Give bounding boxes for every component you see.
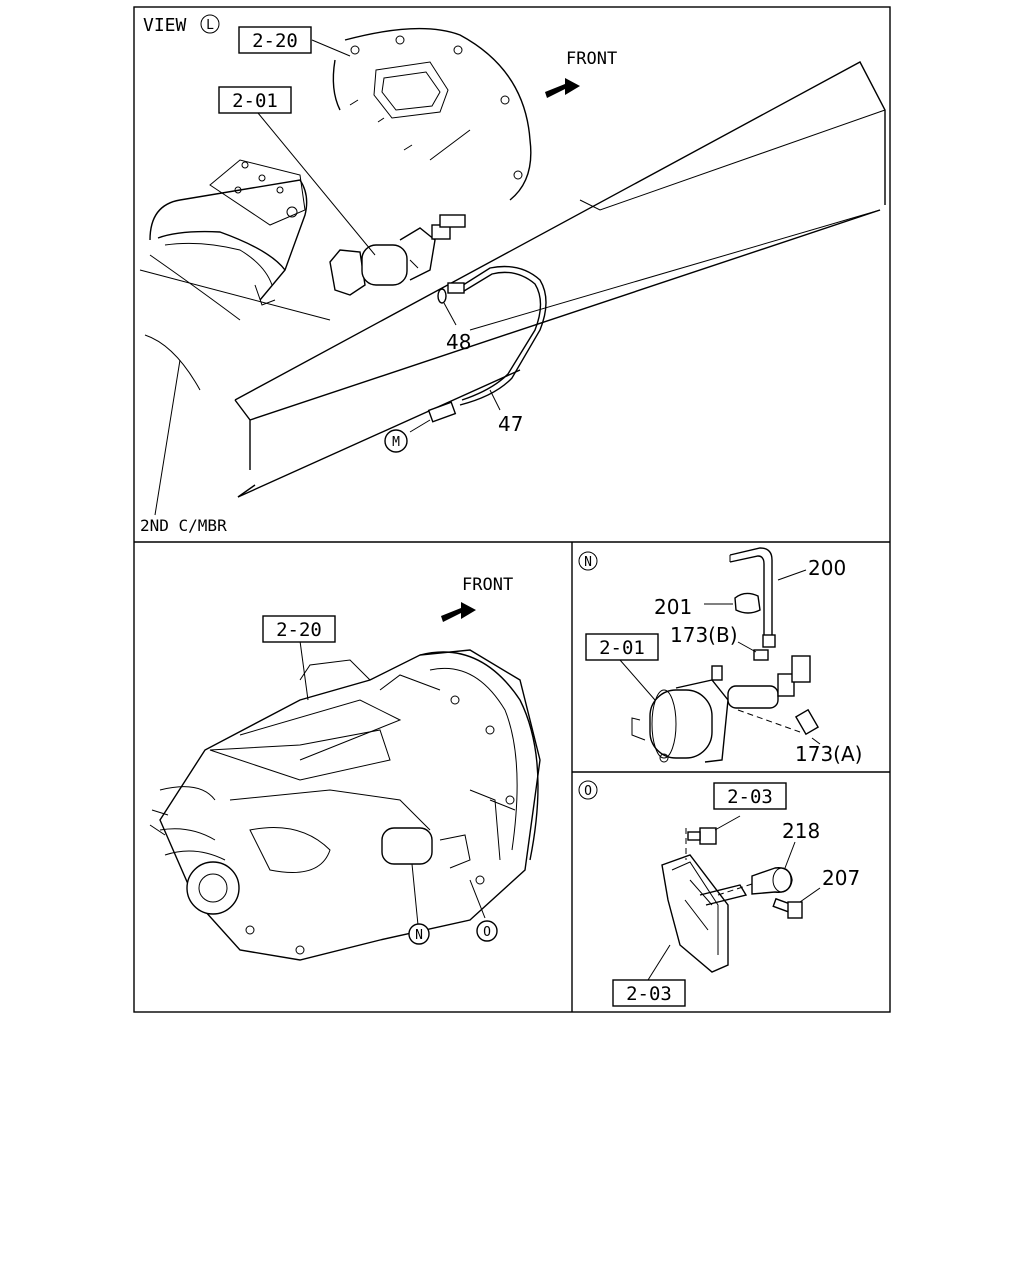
fitting-173b [753,649,769,661]
cross-member [144,334,201,391]
front-arrow-icon [545,78,580,98]
part-48-label: 48 [446,330,471,354]
callout-m: M [392,435,400,450]
clutch-booster [329,214,466,296]
leader-2-20-top [311,39,351,57]
clip-201 [704,592,761,614]
front-arrow-mid-icon [441,602,476,622]
view-l-prefix: VIEW [143,15,187,36]
leader-173b [737,641,757,653]
pipe-47 [409,265,547,433]
leader-47 [489,389,501,411]
part-201-label: 201 [654,595,692,619]
leader-n-mid [411,863,419,926]
panel-detail-n: N [578,547,862,766]
panel-frames [133,6,891,1013]
fitting-173a [737,708,820,736]
ref-2-01-top: 2-01 [232,90,278,112]
detail-o-callout: O [584,784,592,799]
bolt-207 [772,897,803,919]
ref-box-2-01-n [585,633,659,661]
callout-m-circle [384,429,408,453]
leader-o-mid [469,879,486,919]
ref-box-2-20-top [238,26,312,54]
ref-2-01-n: 2-01 [599,637,645,659]
ref-2-20-mid: 2-20 [276,619,322,641]
frame-rail [234,61,886,498]
ref-box-2-20-mid [262,615,336,643]
spring-218 [717,867,793,896]
panel-transmission: FRONT 2-20 N [149,575,541,961]
transmission-assembly [149,649,541,961]
leader-2-01-n [619,659,656,701]
callout-n-mid: N [415,928,423,943]
flywheel-housing [332,27,532,201]
callout-n-mid-circle [408,923,430,945]
detail-n-callout: N [584,555,592,570]
ref-box-2-03-top [713,782,787,810]
detail-o-circle [578,780,598,800]
view-l-letter: L [206,18,214,33]
ref-2-03-bottom: 2-03 [626,983,672,1005]
leader-2-03-top [714,815,741,831]
leader-2-01-top [257,112,376,256]
leader-218 [784,841,796,869]
hose-200 [729,547,776,648]
part-173a-label: 173(A) [795,742,862,766]
callout-o-mid-circle [476,920,498,942]
member-label: 2ND C/MBR [140,516,227,535]
detail-n-circle [578,551,598,571]
washer-48 [437,288,457,326]
panel-view-l: VIEW L FRONT [139,14,886,535]
ref-box-2-03-bottom [612,979,686,1007]
front-label-top: FRONT [566,49,617,69]
bolt-top [685,827,717,860]
front-label-mid: FRONT [462,575,513,595]
part-200-label: 200 [808,556,846,580]
transmission-body [139,159,331,321]
panel-detail-o: O 2-03 218 207 2-03 [578,780,860,1007]
leader-200 [777,569,807,581]
leader-2-03-bottom [647,944,671,981]
leader-2-20-mid [299,640,309,701]
leader-173a [811,737,821,745]
part-218-label: 218 [782,819,820,843]
view-l-circle [200,14,220,34]
part-173b-label: 173(B) [670,623,738,647]
part-207-label: 207 [822,866,860,890]
leader-member [154,359,181,516]
part-47-label: 47 [498,412,523,436]
ref-2-20-top: 2-20 [252,30,298,52]
clutch-booster-detail [631,655,811,763]
ref-box-2-01-top [218,86,292,114]
bracket-2-03 [661,854,748,973]
callout-o-mid: O [483,925,491,940]
ref-2-03-top: 2-03 [727,786,773,808]
leader-207 [799,887,821,903]
